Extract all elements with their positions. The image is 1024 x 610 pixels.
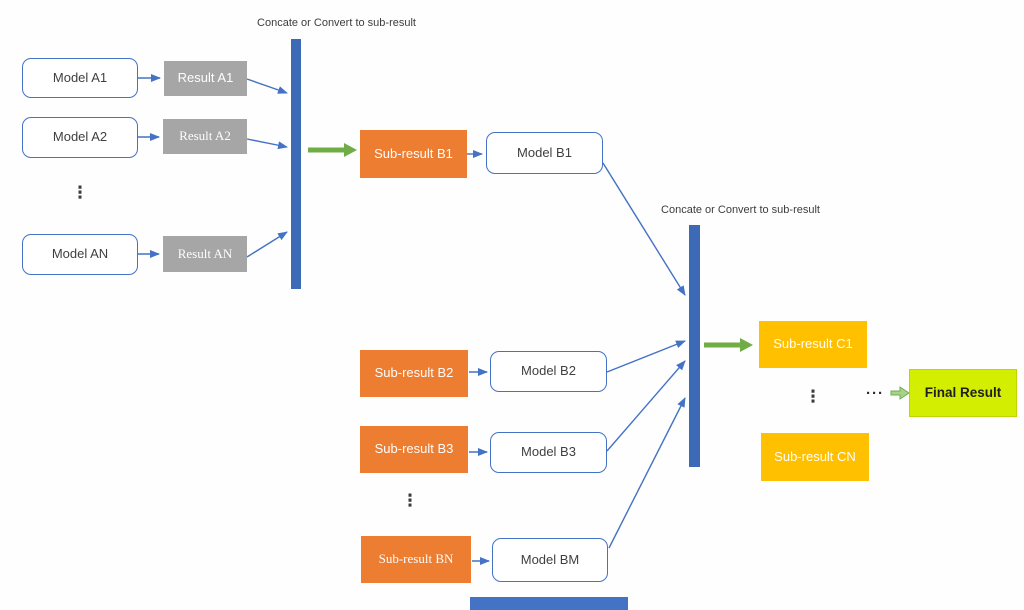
arrow-model-bm-to-bar2 [608, 397, 686, 549]
subresult-bn-box: Sub-result BN [361, 536, 471, 583]
green-arrow-bar1-to-subresult-b1 [308, 143, 357, 157]
bottom-blue-strip [470, 597, 628, 610]
model-b3-box: Model B3 [490, 432, 607, 473]
model-an-label: Model AN [51, 246, 109, 262]
subresult-b2-box: Sub-result B2 [360, 350, 468, 397]
concat-bar-1 [291, 39, 301, 289]
result-a1-box: Result A1 [164, 61, 247, 96]
subresult-cn-label: Sub-result CN [774, 448, 856, 464]
ellipsis-subresults-c: ⋮ [804, 387, 822, 406]
subresult-b2-label: Sub-result B2 [374, 365, 454, 381]
model-a1-label: Model A1 [52, 69, 108, 85]
concat-label-2: Concate or Convert to sub-result [661, 204, 820, 216]
ellipsis-before-final: ··· [866, 385, 884, 402]
green-arrow-bar2-to-subresult-c1 [704, 338, 753, 352]
arrow-result-a2-to-bar1 [246, 138, 288, 150]
model-b1-box: Model B1 [486, 132, 603, 174]
result-a2-box: Result A2 [163, 119, 247, 154]
arrow-model-b1-to-bar2 [602, 162, 686, 296]
subresult-b3-label: Sub-result B3 [374, 441, 454, 457]
final-result-box: Final Result [909, 369, 1017, 417]
model-b2-box: Model B2 [490, 351, 607, 392]
model-b2-label: Model B2 [521, 363, 576, 379]
subresult-b1-label: Sub-result B1 [374, 145, 453, 161]
final-result-label: Final Result [924, 384, 1002, 400]
subresult-b1-box: Sub-result B1 [360, 130, 467, 178]
model-b1-label: Model B1 [517, 144, 572, 160]
subresult-c1-box: Sub-result C1 [759, 321, 867, 368]
arrow-model-b3-to-bar2 [606, 360, 686, 452]
model-bm-box: Model BM [492, 538, 608, 582]
model-an-box: Model AN [22, 234, 138, 275]
arrow-result-an-to-bar1 [246, 231, 288, 258]
ellipsis-models-a: ⋮ [71, 183, 89, 202]
model-a2-label: Model A2 [52, 129, 108, 145]
concat-bar-2 [689, 225, 700, 467]
subresult-b3-box: Sub-result B3 [360, 426, 468, 473]
green-arrow-to-final-result [890, 386, 910, 400]
model-a2-box: Model A2 [22, 117, 138, 158]
subresult-bn-label: Sub-result BN [378, 551, 454, 567]
subresult-c1-label: Sub-result C1 [773, 336, 853, 352]
result-an-box: Result AN [163, 236, 247, 272]
result-a2-label: Result A2 [179, 128, 231, 144]
arrow-result-a1-to-bar1 [246, 78, 288, 94]
model-a1-box: Model A1 [22, 58, 138, 98]
ellipsis-subresults-b: ⋮ [401, 491, 419, 510]
result-an-label: Result AN [177, 245, 233, 261]
result-a1-label: Result A1 [177, 70, 234, 86]
model-bm-label: Model BM [520, 551, 580, 567]
model-b3-label: Model B3 [521, 444, 576, 460]
arrow-model-b2-to-bar2 [606, 340, 686, 373]
subresult-cn-box: Sub-result CN [761, 433, 869, 481]
concat-label-1: Concate or Convert to sub-result [257, 17, 416, 29]
